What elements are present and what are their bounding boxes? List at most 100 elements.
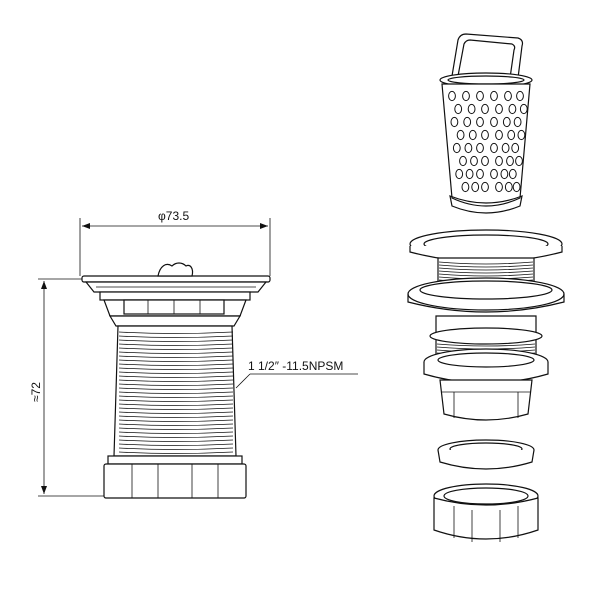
thread-line <box>118 355 234 358</box>
basket-hole <box>448 90 456 102</box>
seal-ring <box>437 439 535 470</box>
thread-line <box>118 371 234 374</box>
assembly-side-view: φ73.5 ≈72 <box>29 209 358 499</box>
strainer-basket <box>439 33 533 214</box>
thread-line <box>436 343 536 347</box>
diameter-label: φ73.5 <box>158 209 189 223</box>
thread-line <box>118 331 234 334</box>
basket-hole <box>476 116 484 128</box>
basket-hole <box>504 90 512 102</box>
basket-hole <box>456 129 465 141</box>
thread-line <box>118 439 234 442</box>
upper-collar <box>99 291 251 327</box>
thread-line <box>118 359 234 362</box>
basket-hole <box>490 116 498 128</box>
height-label: ≈72 <box>29 382 43 402</box>
basket-hole <box>506 155 514 167</box>
thread-line <box>118 391 234 394</box>
thread-line <box>438 273 534 277</box>
basket-hole <box>462 90 470 102</box>
basket-hole <box>470 155 478 167</box>
thread-line <box>118 375 234 378</box>
thread-line <box>118 351 234 354</box>
thread-line <box>118 415 234 418</box>
fixing-ring <box>423 348 549 384</box>
basket-hole <box>502 116 511 128</box>
basket-hole <box>490 168 498 180</box>
thread-line <box>118 339 234 342</box>
height-dimension: ≈72 <box>29 278 118 497</box>
basket-hole <box>476 168 484 180</box>
basket-hole <box>459 155 467 167</box>
basket-hole <box>515 155 523 167</box>
thread-line <box>438 267 534 271</box>
basket-hole <box>481 181 489 193</box>
thread-line <box>118 335 234 338</box>
basket-hole <box>468 129 477 141</box>
thread-line <box>118 403 234 406</box>
thread-line <box>118 443 234 446</box>
threaded-body <box>113 325 237 457</box>
basket-hole <box>476 90 484 102</box>
basket-hole <box>455 168 464 180</box>
thread-line <box>118 423 234 426</box>
basket-hole <box>501 142 510 154</box>
tailpiece <box>439 379 533 421</box>
basket-hole <box>500 168 509 180</box>
thread-line <box>438 270 534 274</box>
rubber-gasket <box>407 277 565 313</box>
thread-line <box>118 451 234 454</box>
thread-line <box>118 363 234 366</box>
basket-hole <box>481 103 489 115</box>
thread-line <box>438 261 534 265</box>
basket-hole <box>511 142 520 154</box>
thread-line <box>118 435 234 438</box>
basket-hole <box>495 155 503 167</box>
thread-line <box>118 343 234 346</box>
basket-hole <box>476 142 484 154</box>
basket-hole <box>495 181 503 193</box>
basket-hole <box>504 181 513 193</box>
basket-hole <box>481 155 489 167</box>
basket-hole <box>513 116 522 128</box>
lower-threaded-section <box>429 315 543 359</box>
diameter-dimension: φ73.5 <box>79 209 271 276</box>
top-flange <box>81 262 271 293</box>
basket-hole <box>508 168 517 180</box>
thread-callout: 1 1/2″ -11.5NPSM <box>235 359 358 389</box>
thread-line <box>118 399 234 402</box>
basket-hole <box>450 116 459 128</box>
basket-hole <box>464 142 473 154</box>
basket-hole <box>517 129 526 141</box>
thread-line <box>118 395 234 398</box>
exploded-view <box>407 33 565 542</box>
thread-line <box>118 419 234 422</box>
basket-hole <box>519 103 528 115</box>
thread-line <box>118 347 234 350</box>
basket-hole <box>463 116 472 128</box>
basket-hole <box>508 103 517 115</box>
thread-line <box>118 411 234 414</box>
basket-hole <box>490 90 498 102</box>
basket-hole <box>512 181 521 193</box>
basket-hole <box>507 129 516 141</box>
bottom-nut <box>103 455 247 499</box>
thread-line <box>118 427 234 430</box>
basket-hole <box>454 103 463 115</box>
thread-line <box>118 431 234 434</box>
basket-hole <box>516 90 524 102</box>
basket-hole <box>495 129 503 141</box>
basket-hole <box>471 181 480 193</box>
thread-line <box>118 387 234 390</box>
thread-line <box>118 407 234 410</box>
basket-hole <box>490 142 498 154</box>
thread-line <box>118 367 234 370</box>
thread-line <box>438 264 534 268</box>
basket-hole <box>461 181 470 193</box>
thread-line <box>118 379 234 382</box>
thread-line <box>118 383 234 386</box>
basket-hole <box>465 168 474 180</box>
basket-hole <box>495 103 503 115</box>
thread-spec-label: 1 1/2″ -11.5NPSM <box>248 359 343 373</box>
